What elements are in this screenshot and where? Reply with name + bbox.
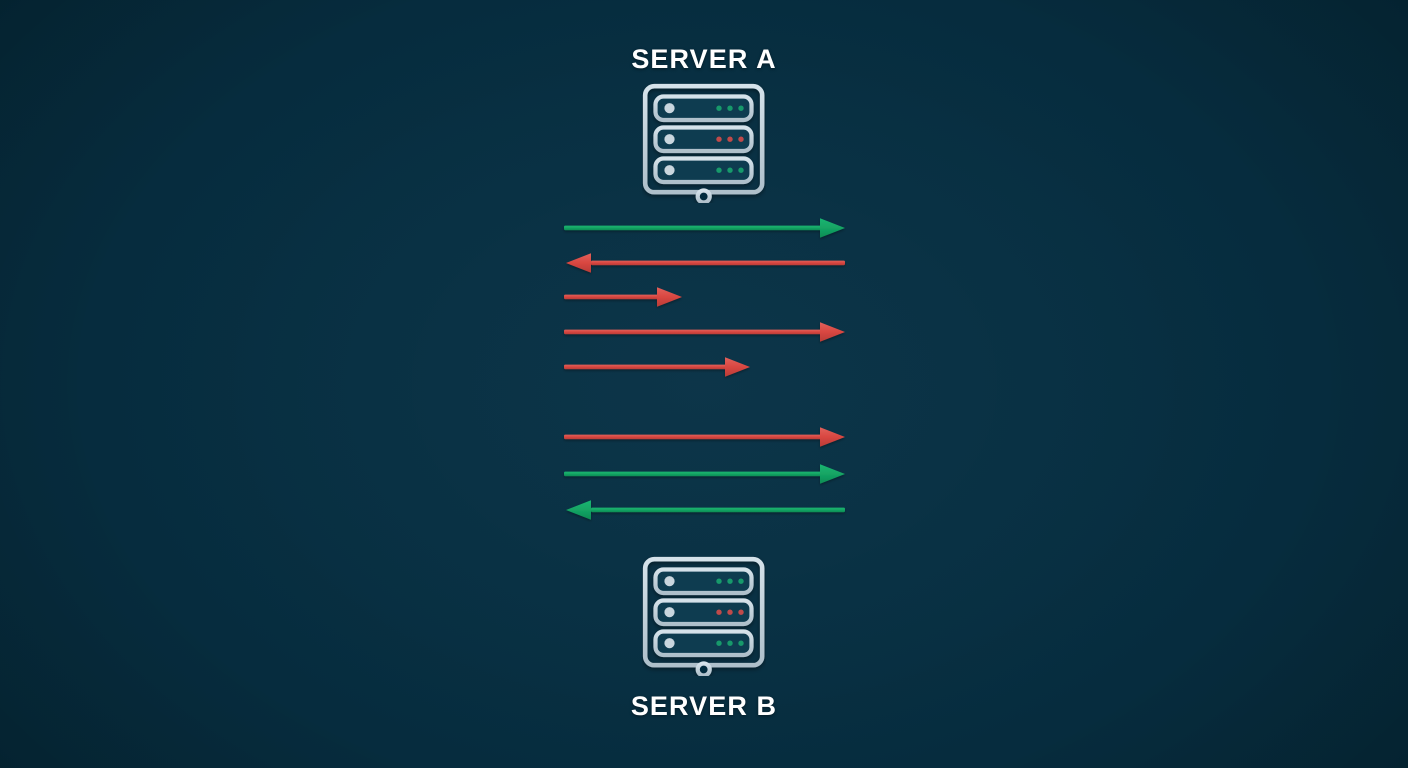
server-a-bay-3-led-1 <box>716 167 722 173</box>
node-server-b: SERVER B <box>0 693 1408 720</box>
server-b-bay-1-led-2 <box>727 578 733 584</box>
arrow-6-blocked-traffic-a-to-b-2 <box>564 427 845 447</box>
server-a-bay-2 <box>653 125 754 154</box>
server-a-bay-1-led-2 <box>727 105 733 111</box>
server-rack-icon-b <box>642 556 766 678</box>
server-a-network-node-icon <box>695 188 712 205</box>
arrow-5-dropped-traffic-medium <box>564 357 750 377</box>
server-b-bay-2-led-1 <box>716 609 722 615</box>
server-a-bay-3-disk-icon <box>664 165 675 176</box>
server-a-bay-2-led-2 <box>727 136 733 142</box>
server-b-bay-3-led-2 <box>727 640 733 646</box>
server-a-bay-1-disk-icon <box>664 103 675 114</box>
server-a-label: SERVER A <box>631 44 777 74</box>
server-a-bay-1-led-3 <box>738 105 744 111</box>
server-b-bay-2-led-2 <box>727 609 733 615</box>
server-a-bay-2-led-1 <box>716 136 722 142</box>
server-a-bay-3-led-2 <box>727 167 733 173</box>
arrow-7-allowed-traffic-a-to-b-2 <box>564 464 845 484</box>
arrow-4-blocked-traffic-a-to-b <box>564 322 845 342</box>
server-a-bay-3-led-3 <box>738 167 744 173</box>
server-a-icon-container <box>0 83 1408 208</box>
server-b-bay-1-led-3 <box>738 578 744 584</box>
server-a-bay-1 <box>653 94 754 123</box>
server-b-bay-3-led-1 <box>716 640 722 646</box>
server-b-bay-1-led-1 <box>716 578 722 584</box>
server-b-bay-3-disk-icon <box>664 638 675 649</box>
server-b-bay-3-led-3 <box>738 640 744 646</box>
server-b-label: SERVER B <box>630 691 778 721</box>
server-b-network-node-icon <box>695 661 712 678</box>
node-server-a: SERVER A <box>0 46 1408 73</box>
arrow-3-dropped-traffic-short <box>564 287 682 307</box>
server-a-bay-2-disk-icon <box>664 134 675 145</box>
arrow-1-allowed-traffic-a-to-b <box>564 218 845 238</box>
server-b-bay-1 <box>653 567 754 596</box>
server-b-icon-container <box>0 556 1408 681</box>
server-a-bay-1-led-1 <box>716 105 722 111</box>
arrow-2-blocked-traffic-b-to-a <box>566 253 845 273</box>
server-b-bay-2-led-3 <box>738 609 744 615</box>
server-rack-icon-a <box>642 83 766 205</box>
server-b-bay-2 <box>653 598 754 627</box>
server-b-bay-2-disk-icon <box>664 607 675 618</box>
server-b-bay-1-disk-icon <box>664 576 675 587</box>
arrow-8-allowed-traffic-b-to-a <box>566 500 845 520</box>
server-a-bay-2-led-3 <box>738 136 744 142</box>
